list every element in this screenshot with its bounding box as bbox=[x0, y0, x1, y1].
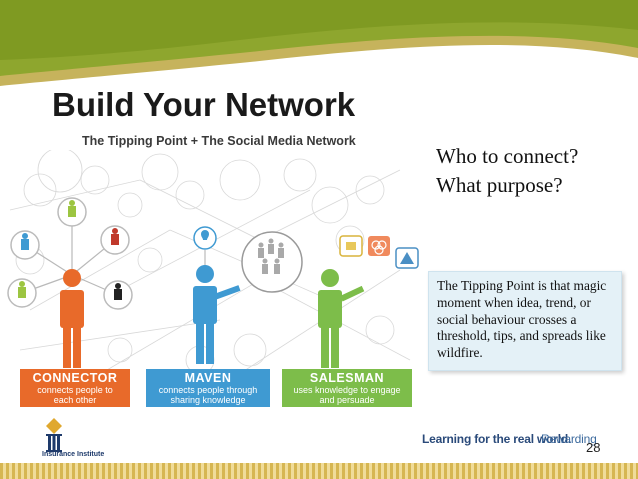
question-who: Who to connect? bbox=[436, 144, 579, 168]
connector-label: CONNECTOR connects people to each other bbox=[20, 369, 130, 407]
page-number: 28 bbox=[586, 440, 601, 455]
footer-tagline-tail: Rewarding bbox=[541, 432, 597, 446]
top-decorative-band bbox=[0, 0, 638, 86]
maven-description-line: connects people through bbox=[158, 385, 258, 395]
question-purpose: What purpose? bbox=[436, 173, 563, 197]
bottom-decorative-band bbox=[0, 463, 638, 479]
salesman-name: SALESMAN bbox=[309, 371, 385, 385]
salesman-description-line: and persuade bbox=[319, 395, 375, 405]
maven-label: MAVEN connects people through sharing kn… bbox=[146, 369, 270, 407]
salesman-description-line: uses knowledge to engage bbox=[293, 385, 401, 395]
maven-name: MAVEN bbox=[184, 371, 232, 385]
maven-description-line: sharing knowledge bbox=[170, 395, 246, 405]
diagram-subtitle: The Tipping Point + The Social Media Net… bbox=[82, 134, 356, 148]
maven-figure bbox=[193, 226, 303, 364]
question-list: Who to connect? What purpose? bbox=[436, 142, 578, 200]
contact-people-icons bbox=[7, 197, 133, 310]
slide-title: Build Your Network bbox=[52, 86, 356, 123]
connector-figure bbox=[60, 269, 84, 368]
tipping-point-definition-box: The Tipping Point is that magic moment w… bbox=[428, 271, 622, 371]
social-network-illustration bbox=[7, 150, 419, 381]
logo-text: Insurance Institute bbox=[42, 451, 105, 458]
connector-name: CONNECTOR bbox=[32, 371, 118, 385]
connector-description-line: connects people to bbox=[37, 385, 113, 395]
connector-description-line: each other bbox=[53, 395, 97, 405]
salesman-figure bbox=[318, 235, 419, 368]
insurance-institute-logo-icon bbox=[46, 418, 62, 452]
footer-tagline: Learning for the real world. bbox=[422, 432, 572, 446]
salesman-label: SALESMAN uses knowledge to engage and pe… bbox=[282, 369, 412, 407]
